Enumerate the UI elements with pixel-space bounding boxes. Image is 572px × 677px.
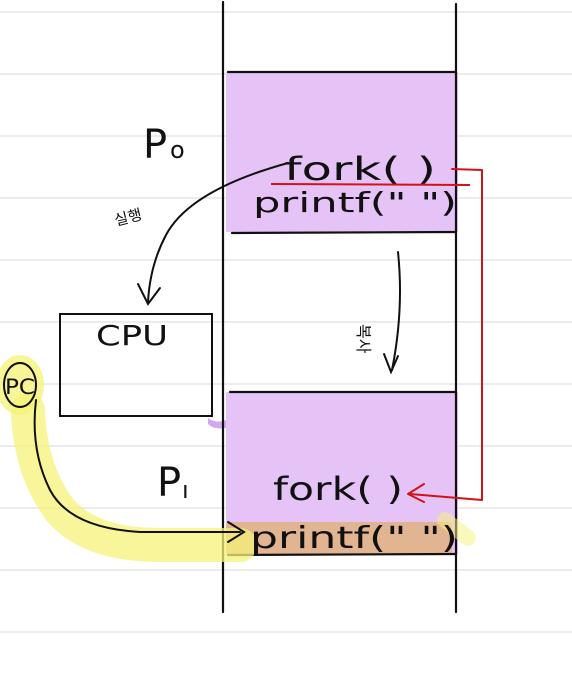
p1-printf-call: printf(" ") <box>250 521 458 556</box>
current-line-highlight <box>226 522 452 554</box>
pc-label: PC <box>5 375 35 399</box>
p0-printf-call: printf(" ") <box>253 186 457 219</box>
process-p0-subscript: o <box>170 136 185 164</box>
fork-return-arrow <box>407 168 483 503</box>
pc-circle <box>3 362 37 408</box>
note-copy: 복사 <box>354 324 373 354</box>
p0-fork-strike <box>270 183 471 186</box>
memory-column <box>221 0 458 614</box>
highlighter-mark <box>0 355 476 562</box>
process-p0-block <box>226 72 458 232</box>
cpu-label: CPU <box>96 319 168 352</box>
block-edge-smudge <box>208 418 226 429</box>
copy-arrow <box>383 251 401 375</box>
process-p0-label: P <box>143 122 167 168</box>
p0-fork-call: fork( ) <box>284 150 436 188</box>
execute-arrow <box>137 162 289 306</box>
cpu-box <box>59 313 213 417</box>
pc-arrow <box>33 399 246 543</box>
process-p1-label: P <box>157 460 181 506</box>
note-execute: 실행 <box>113 205 144 229</box>
process-p1-subscript: ı <box>182 476 189 504</box>
p1-fork-call: fork( ) <box>273 470 403 508</box>
